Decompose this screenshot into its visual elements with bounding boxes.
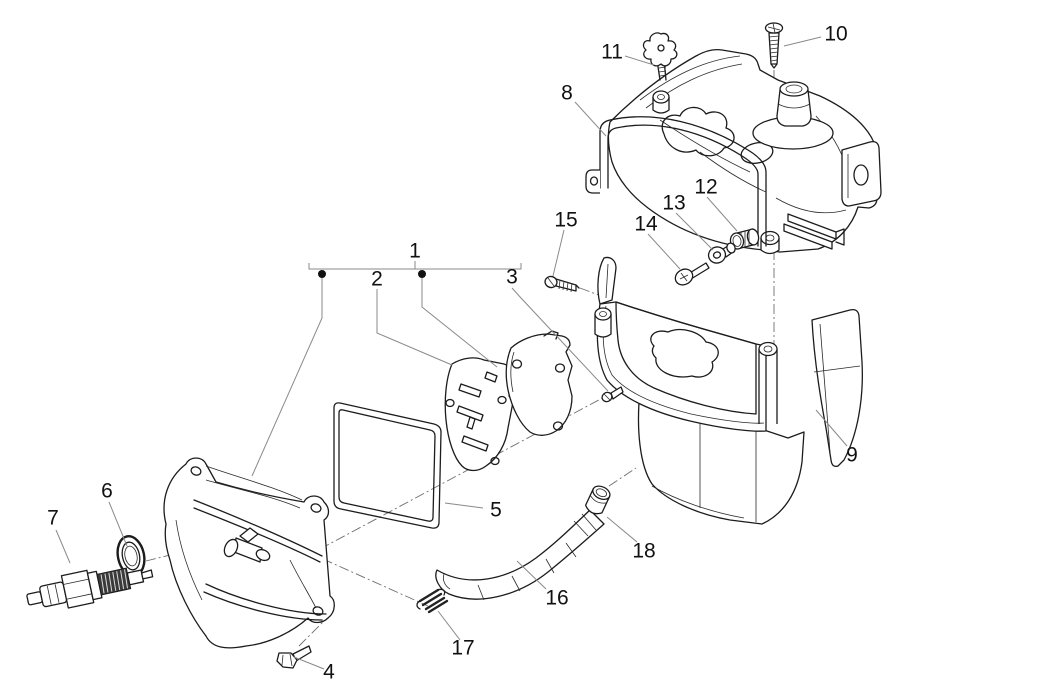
assembly-dot-left	[318, 270, 326, 278]
lower-cover-9	[594, 256, 863, 525]
cap-18	[584, 485, 611, 515]
part-label-13: 13	[662, 191, 686, 215]
part-label-15: 15	[554, 208, 578, 232]
part-label-9: 9	[846, 443, 858, 467]
leader-lines	[55, 36, 848, 670]
part-label-17: 17	[451, 636, 475, 660]
part-label-12: 12	[694, 175, 718, 199]
gasket-5	[333, 402, 442, 529]
part-label-4: 4	[323, 660, 335, 684]
spark-plug-7	[26, 567, 154, 609]
baffle-plate-2	[444, 357, 514, 472]
part-label-2: 2	[371, 267, 383, 291]
cover-frame-8	[585, 116, 767, 247]
head-cover	[163, 457, 335, 649]
part-label-18: 18	[632, 539, 656, 563]
assembly-dot-right	[418, 270, 426, 278]
star-screw-11	[642, 32, 678, 81]
bolt-4	[276, 645, 312, 669]
top-cover-body	[607, 48, 882, 255]
part-label-8: 8	[561, 81, 573, 105]
part-label-14: 14	[634, 212, 658, 236]
flat-plate-3	[505, 330, 573, 436]
screw-3	[601, 386, 624, 403]
screw-15	[544, 275, 580, 293]
part-label-10: 10	[824, 22, 848, 46]
clamp-17	[416, 588, 449, 614]
part-label-11: 11	[601, 40, 623, 64]
part-label-7: 7	[47, 506, 59, 530]
part-label-1: 1	[409, 239, 421, 263]
part-label-3: 3	[506, 265, 518, 289]
part-label-16: 16	[545, 586, 569, 610]
screw-10	[764, 22, 784, 69]
part-label-5: 5	[490, 498, 502, 522]
part-label-6: 6	[101, 479, 113, 503]
hose-16	[435, 509, 605, 601]
bolt-14	[674, 262, 710, 286]
washer-13	[707, 242, 736, 264]
